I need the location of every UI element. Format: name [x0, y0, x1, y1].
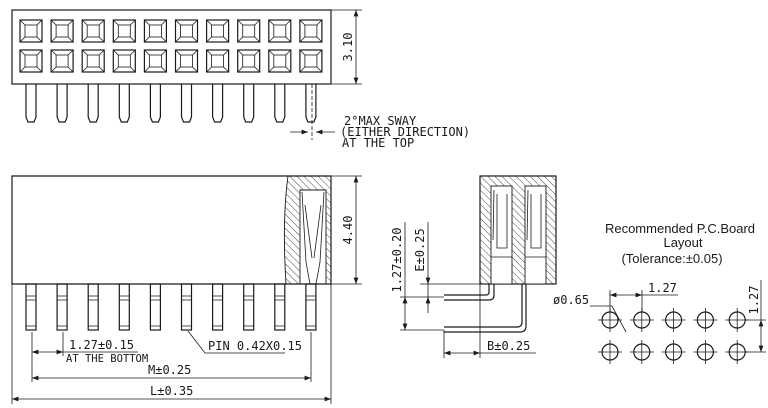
- pin-label: PIN 0.42X0.15: [208, 339, 302, 353]
- socket: [174, 49, 199, 73]
- h-pitch-dim: 1.27: [648, 281, 677, 295]
- layout-title-3: (Tolerance:±0.05): [621, 251, 722, 266]
- pcb-hole: [629, 340, 654, 364]
- pin: [305, 283, 317, 331]
- section-cutaway: [283, 175, 332, 285]
- pcb-layout: Recommended P.C.Board Layout (Tolerance:…: [553, 221, 766, 364]
- pin: [243, 283, 255, 331]
- e-dim: E±0.25: [413, 228, 427, 271]
- front-view: 4.40 1.27±0.15 AT THE BOTTOM M±0.25 L±0.…: [11, 175, 362, 404]
- pin: [305, 84, 317, 123]
- top-pins: [25, 84, 317, 123]
- socket: [50, 49, 74, 73]
- pitch-dim: 1.27±0.15: [69, 338, 134, 352]
- sway-note-2: (EITHER DIRECTION): [340, 125, 470, 139]
- socket: [268, 49, 292, 73]
- pcb-hole: [598, 340, 622, 364]
- pin: [180, 84, 193, 123]
- lower-bent-pin: [444, 284, 527, 333]
- socket-grid: [19, 19, 323, 73]
- hole-grid: [598, 308, 750, 364]
- pin: [274, 84, 286, 123]
- pin: [56, 283, 68, 331]
- socket: [237, 19, 261, 43]
- upper-bent-pin: [444, 284, 495, 301]
- socket: [206, 19, 230, 43]
- socket: [19, 19, 43, 43]
- socket: [206, 49, 230, 73]
- sway-note-3: AT THE TOP: [342, 136, 414, 150]
- pin: [212, 283, 224, 331]
- socket: [112, 49, 136, 73]
- layout-title-1: Recommended P.C.Board: [605, 221, 755, 236]
- socket: [112, 19, 136, 43]
- socket: [143, 49, 167, 73]
- socket: [299, 49, 323, 73]
- pin: [25, 283, 37, 331]
- top-housing: [11, 9, 332, 85]
- pin: [118, 283, 130, 331]
- socket: [81, 49, 105, 73]
- socket: [81, 19, 105, 43]
- pin: [274, 283, 286, 331]
- pin: [149, 283, 161, 331]
- pitch-note: AT THE BOTTOM: [66, 353, 148, 365]
- top-height-dim: 3.10: [341, 33, 355, 62]
- pcb-hole: [661, 340, 686, 364]
- front-pins: [25, 283, 317, 331]
- top-view: 3.10 2°MAX SWAY (EITHER DIRECTION) AT TH…: [11, 9, 470, 150]
- side-height-dim: 1.27±0.20: [390, 227, 404, 292]
- v-pitch-dim: 1.27: [747, 286, 761, 315]
- side-view: 1.27±0.20 E±0.25 B±0.25: [390, 175, 557, 358]
- sway-note-1: 2°MAX SWAY: [344, 114, 417, 128]
- m-dim: M±0.25: [148, 363, 191, 377]
- pin: [149, 84, 161, 123]
- socket: [268, 19, 292, 43]
- pin: [56, 84, 68, 123]
- pin: [243, 84, 255, 123]
- pcb-hole: [693, 308, 718, 332]
- pin: [118, 84, 130, 123]
- pcb-hole: [693, 340, 718, 364]
- l-dim: L±0.35: [150, 384, 193, 398]
- pin: [87, 283, 99, 331]
- pcb-hole: [661, 308, 686, 332]
- front-height-dim: 4.40: [341, 216, 355, 245]
- pin: [180, 283, 193, 331]
- socket: [237, 49, 261, 73]
- pin: [212, 84, 224, 123]
- layout-title-2: Layout: [663, 235, 702, 250]
- socket: [50, 19, 74, 43]
- socket: [174, 19, 199, 43]
- hole-dim: ø0.65: [553, 293, 589, 307]
- b-dim: B±0.25: [487, 339, 530, 353]
- pin: [87, 84, 99, 123]
- socket: [143, 19, 167, 43]
- socket: [19, 49, 43, 73]
- socket: [299, 19, 323, 43]
- pin: [25, 84, 37, 123]
- front-housing: [11, 175, 332, 285]
